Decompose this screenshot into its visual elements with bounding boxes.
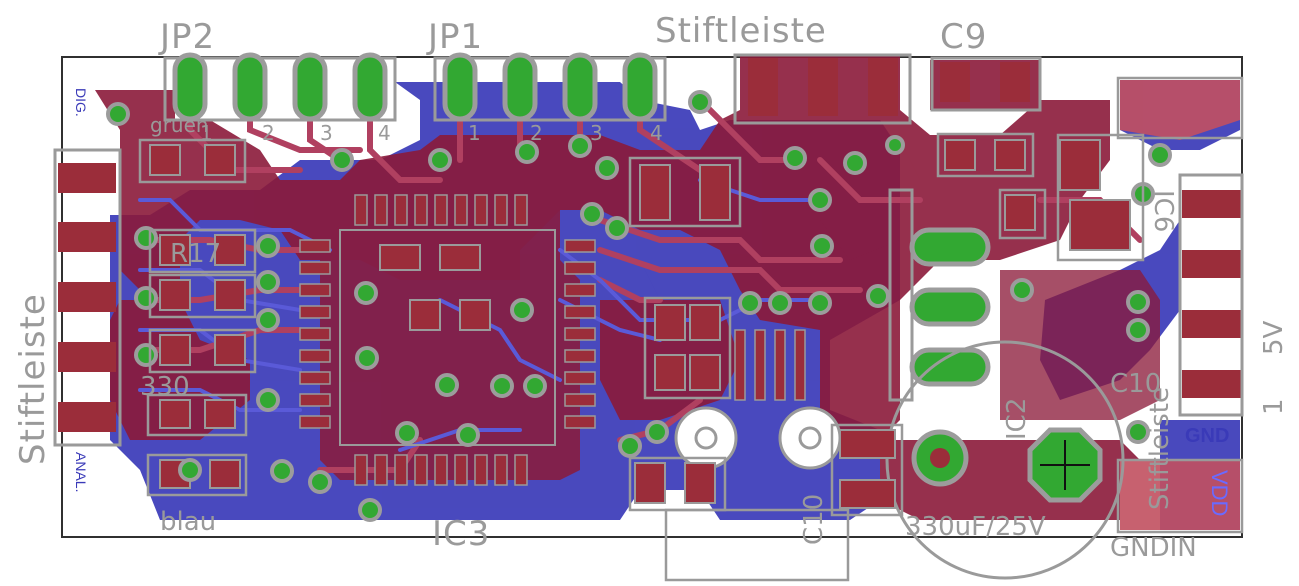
label-jp1-pin2: 2: [530, 121, 543, 145]
c9-pads: [940, 62, 1030, 102]
electrolytic-capacitor: [885, 340, 1125, 580]
ic3-pins: [299, 194, 596, 486]
top-connector-outline: [733, 53, 912, 125]
label-jp2-pin2: 2: [262, 121, 275, 145]
label-c9: C9: [940, 17, 987, 57]
mounting-holes: [674, 406, 842, 470]
ic-regulator-pads: [888, 188, 991, 402]
silkscreen-outlines: [138, 76, 1244, 582]
label-ic6: IC6: [1148, 190, 1178, 232]
jp2-pads: [163, 52, 397, 122]
label-gndin: GNDIN: [1110, 533, 1197, 563]
label-5v: 5V: [1259, 320, 1289, 355]
jp1-pads: [433, 52, 667, 122]
label-r17: R17: [170, 239, 221, 269]
label-stiftleiste-right: Stiftleiste: [1145, 387, 1175, 510]
label-pin1: 1: [1259, 398, 1289, 415]
label-dig: DIG.: [73, 88, 89, 117]
label-gruen: gruen: [150, 113, 209, 137]
label-c10b: C10: [1110, 369, 1161, 399]
label-jp2: JP2: [158, 17, 215, 57]
label-jp2-pin4: 4: [378, 121, 391, 145]
smd-components: [149, 139, 1131, 509]
label-anal: ANAL.: [73, 452, 89, 492]
left-connector-pads: [58, 163, 116, 432]
ic2-pins: [734, 329, 806, 401]
label-jp1-pin4: 4: [650, 121, 663, 145]
label-blau: blau: [160, 507, 216, 537]
label-jp1: JP1: [426, 17, 483, 57]
label-c10: C10: [799, 494, 829, 545]
label-stiftleiste-left: Stiftleiste: [13, 293, 53, 465]
c9-outline: [930, 56, 1042, 112]
right-connector-pads: [1182, 190, 1242, 398]
label-gnd: GND: [1185, 425, 1229, 447]
label-vdd: VDD: [1207, 470, 1232, 516]
label-ic2: IC2: [1002, 398, 1032, 440]
label-jp2-pin1: 1: [200, 121, 213, 145]
label-jp2-pin3: 3: [320, 121, 333, 145]
label-ic3: IC3: [432, 514, 490, 554]
left-connector-outline: [53, 148, 122, 447]
top-connector-pads: [748, 58, 898, 116]
label-jp1-pin3: 3: [590, 121, 603, 145]
label-jp1-pin1: 1: [468, 121, 481, 145]
ic3-outline: [339, 229, 556, 446]
right-connector-outline: [1178, 173, 1244, 417]
label-cap: 330uF/25V: [905, 512, 1046, 542]
label-stiftleiste-top: Stiftleiste: [655, 11, 827, 51]
